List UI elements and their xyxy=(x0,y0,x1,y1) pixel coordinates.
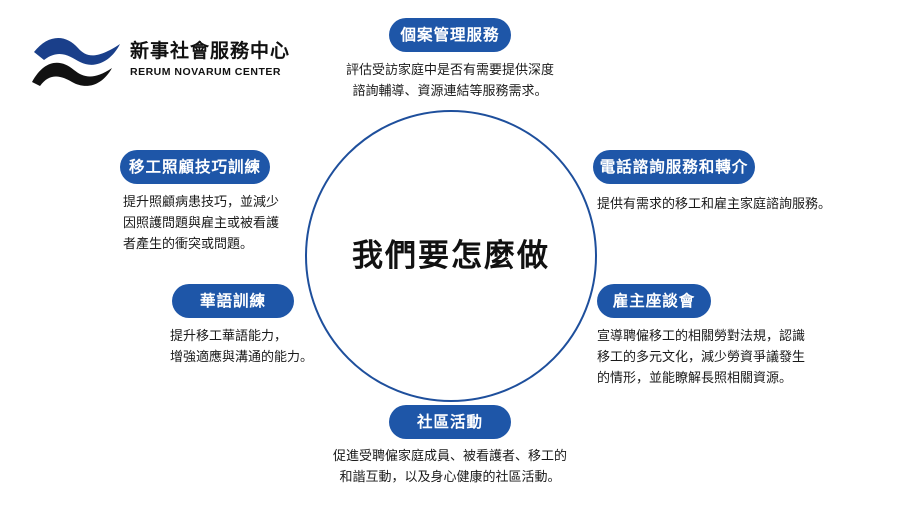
phone-consult-desc-line: 提供有需求的移工和雇主家庭諮詢服務。 xyxy=(597,197,832,212)
care-skills-pill: 移工照顧技巧訓練 xyxy=(120,150,270,184)
community-pill: 社區活動 xyxy=(389,405,511,439)
community-desc-line: 促進受聘僱家庭成員、被看護者、移工的 xyxy=(332,449,567,464)
employer-forum-pill: 雇主座談會 xyxy=(597,284,711,318)
community-desc: 促進受聘僱家庭成員、被看護者、移工的 和諧互動，以及身心健康的社區活動。 xyxy=(310,446,590,488)
case-management-pill: 個案管理服務 xyxy=(389,18,511,52)
care-skills-desc-line: 因照護問題與雇主或被看護 xyxy=(123,216,280,231)
logo-mark-icon xyxy=(32,37,120,86)
care-skills-desc-line: 者產生的衝突或問題。 xyxy=(123,237,254,252)
case-management-desc: 評估受訪家庭中是否有需要提供深度 諮詢輔導、資源連結等服務需求。 xyxy=(320,60,580,102)
community-desc-line: 和諧互動，以及身心健康的社區活動。 xyxy=(339,470,561,485)
center-title: 我們要怎麼做 xyxy=(352,238,550,274)
care-skills-desc-line: 提升照顧病患技巧，並減少 xyxy=(123,195,280,210)
care-skills-desc: 提升照顧病患技巧，並減少 因照護問題與雇主或被看護 者產生的衝突或問題。 xyxy=(123,192,279,255)
chinese-training-desc: 提升移工華語能力， 增強適應與溝通的能力。 xyxy=(170,326,313,368)
logo-name-en: RERUM NOVARUM CENTER xyxy=(130,66,281,78)
logo: 新事社會服務中心 RERUM NOVARUM CENTER xyxy=(30,30,300,90)
employer-forum-desc: 宣導聘僱移工的相關勞對法規，認識 移工的多元文化，減少勞資爭議發生 的情形，並能… xyxy=(597,326,805,389)
chinese-training-desc-line: 增強適應與溝通的能力。 xyxy=(170,350,314,365)
employer-forum-desc-line: 移工的多元文化，減少勞資爭議發生 xyxy=(597,350,806,365)
case-management-desc-line: 評估受訪家庭中是否有需要提供深度 xyxy=(345,63,554,78)
employer-forum-desc-line: 宣導聘僱移工的相關勞對法規，認識 xyxy=(597,329,806,344)
employer-forum-desc-line: 的情形，並能瞭解長照相關資源。 xyxy=(597,371,793,386)
phone-consult-pill: 電話諮詢服務和轉介 xyxy=(593,150,755,184)
chinese-training-desc-line: 提升移工華語能力， xyxy=(170,329,288,344)
phone-consult-desc: 提供有需求的移工和雇主家庭諮詢服務。 xyxy=(597,194,831,215)
logo-name-zh: 新事社會服務中心 xyxy=(130,40,291,62)
case-management-desc-line: 諮詢輔導、資源連結等服務需求。 xyxy=(352,84,548,99)
center-circle xyxy=(305,110,597,402)
chinese-training-pill: 華語訓練 xyxy=(172,284,294,318)
